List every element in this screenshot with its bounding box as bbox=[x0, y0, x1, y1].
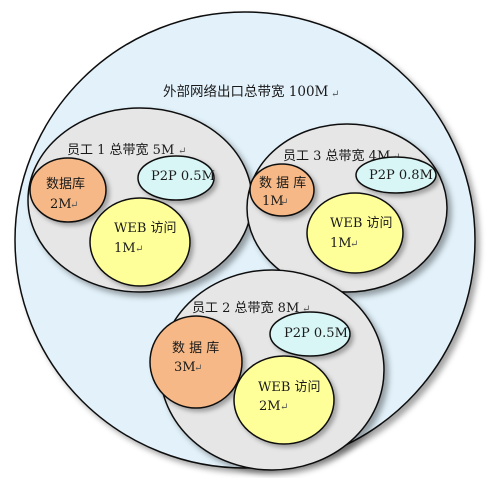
employee-3-title: 员工 3 总带宽 4M bbox=[283, 148, 390, 164]
svg-text:·: · bbox=[425, 171, 428, 182]
employee-1-web-label: WEB 访问 bbox=[114, 221, 177, 236]
employee-2-web-circle: WEB 访问 2M ↵ bbox=[233, 355, 335, 445]
employee-2-p2p-circle: P2P 0.5M · bbox=[269, 311, 351, 357]
employee-1-p2p-circle: P2P 0.5M · bbox=[137, 155, 215, 201]
svg-text:·: · bbox=[340, 329, 343, 340]
employee-2-web-value: 2M bbox=[259, 399, 281, 414]
employee-3-group: 员工 3 总带宽 4M ↵ 数 据 库 1M ↵ P2P 0.8M · WEB … bbox=[246, 123, 448, 293]
employee-3-db-label: 数 据 库 bbox=[259, 175, 306, 191]
employee-3-web-circle: WEB 访问 1M ↵ bbox=[306, 192, 404, 274]
employee-2-title: 员工 2 总带宽 8M bbox=[192, 300, 299, 316]
employee-1-database-circle: 数据库 2M ↵ bbox=[29, 157, 107, 223]
svg-text:↵: ↵ bbox=[178, 146, 186, 157]
employee-2-group: 员工 2 总带宽 8M ↵ 数 据 库 3M ↵ P2P 0.5M · WEB … bbox=[149, 269, 385, 471]
employee-3-web-label: WEB 访问 bbox=[330, 216, 393, 231]
svg-text:↵: ↵ bbox=[302, 304, 310, 315]
employee-1-db-value: 2M bbox=[50, 197, 72, 212]
employee-1-p2p-label: P2P 0.5M bbox=[151, 169, 215, 184]
employee-2-db-value: 3M bbox=[174, 360, 196, 375]
employee-2-db-label: 数 据 库 bbox=[172, 340, 219, 356]
svg-text:↵: ↵ bbox=[350, 239, 358, 250]
return-mark: ↵ bbox=[331, 89, 339, 100]
employee-1-web-circle: WEB 访问 1M ↵ bbox=[89, 197, 191, 287]
employee-3-p2p-label: P2P 0.8M bbox=[369, 168, 433, 183]
employee-3-web-value: 1M bbox=[330, 236, 352, 251]
svg-text:·: · bbox=[208, 172, 211, 183]
employee-2-p2p-label: P2P 0.5M bbox=[284, 326, 348, 341]
employee-1-web-value: 1M bbox=[114, 241, 136, 256]
employee-2-database-circle: 数 据 库 3M ↵ bbox=[149, 315, 243, 409]
employee-3-db-value: 1M bbox=[262, 194, 284, 209]
outer-title: 外部网络出口总带宽 100M bbox=[163, 83, 329, 100]
employee-1-db-label: 数据库 bbox=[46, 176, 85, 192]
svg-text:↵: ↵ bbox=[280, 402, 288, 413]
svg-text:↵: ↵ bbox=[280, 197, 288, 208]
svg-text:↵: ↵ bbox=[70, 200, 78, 211]
employee-2-web-label: WEB 访问 bbox=[258, 380, 321, 395]
employee-3-database-circle: 数 据 库 1M ↵ bbox=[249, 163, 315, 217]
employee-3-p2p-circle: P2P 0.8M · bbox=[355, 156, 437, 194]
employee-1-group: 员工 1 总带宽 5M ↵ 数据库 2M ↵ P2P 0.5M · WEB 访问… bbox=[27, 107, 253, 293]
svg-text:↵: ↵ bbox=[135, 244, 143, 255]
svg-text:↵: ↵ bbox=[194, 363, 202, 374]
employee-1-title: 员工 1 总带宽 5M bbox=[67, 142, 174, 158]
